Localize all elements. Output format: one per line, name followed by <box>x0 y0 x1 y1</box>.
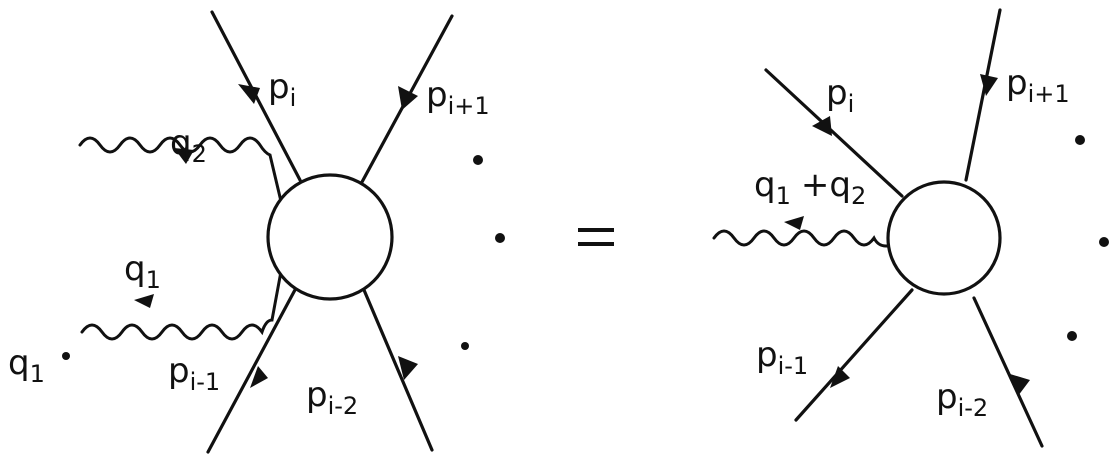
right-ellipsis-dot-2 <box>1099 237 1109 247</box>
left-ellipsis-dot-3 <box>461 342 469 350</box>
left-label-pi-minus-1: pi-1 <box>168 351 220 396</box>
left-arrow-pi-minus-1 <box>250 366 268 388</box>
right-arrow-pi-plus-1 <box>980 74 998 96</box>
left-label-pi: pi <box>268 67 296 112</box>
left-vertex-blob <box>266 173 394 301</box>
left-label-q1-dot: q1 <box>8 343 45 388</box>
right-diagram: pi pi+1 q1+q2 pi-1 pi-2 <box>712 8 1109 448</box>
right-leg-pi-minus-2 <box>972 296 1044 448</box>
left-ellipsis-dot-1 <box>473 155 483 165</box>
right-ellipsis-dot-1 <box>1075 135 1085 145</box>
right-photon-q1-plus-q2 <box>712 229 890 248</box>
left-label-q1: q1 <box>124 249 161 294</box>
right-leg-pi-plus-1 <box>964 8 1002 182</box>
left-arrow-pi <box>238 84 260 104</box>
left-leg-pi-minus-2 <box>362 288 434 452</box>
left-photon-q1 <box>80 264 284 341</box>
right-vertex-blob <box>886 180 1002 296</box>
left-ellipsis-dot-2 <box>495 233 505 243</box>
right-label-pi-plus-1: pi+1 <box>1006 63 1070 108</box>
right-ellipsis-dot-3 <box>1067 331 1077 341</box>
right-label-pi: pi <box>826 73 854 118</box>
left-q1-dot <box>62 352 70 360</box>
left-arrow-pi-plus-1 <box>398 86 418 110</box>
right-arrow-q1-plus-q2 <box>784 216 804 230</box>
right-arrow-pi <box>812 116 832 136</box>
left-diagram: pi pi+1 q2 q1 q1 pi-1 pi-2 <box>8 10 505 454</box>
right-arrow-pi-minus-1 <box>830 366 850 388</box>
left-label-pi-minus-2: pi-2 <box>306 375 358 420</box>
left-label-pi-plus-1: pi+1 <box>426 75 490 120</box>
left-arrow-q1 <box>134 294 154 308</box>
left-leg-pi-minus-1 <box>206 286 298 454</box>
equals-text: = <box>0 0 1 1</box>
left-arrow-pi-minus-2 <box>398 356 418 380</box>
left-photon-q2 <box>78 136 286 216</box>
right-label-q1-plus-q2: q1+q2 <box>754 165 866 210</box>
right-leg-pi-minus-1 <box>794 288 914 422</box>
right-label-pi-minus-2: pi-2 <box>936 377 988 422</box>
left-arrow-q2 <box>174 148 194 164</box>
right-label-pi-minus-1: pi-1 <box>756 335 808 380</box>
equals-sign: = <box>0 0 614 246</box>
right-arrow-pi-minus-2 <box>1010 374 1030 396</box>
left-label-q2: q2 <box>170 123 207 168</box>
right-leg-pi <box>764 68 904 198</box>
